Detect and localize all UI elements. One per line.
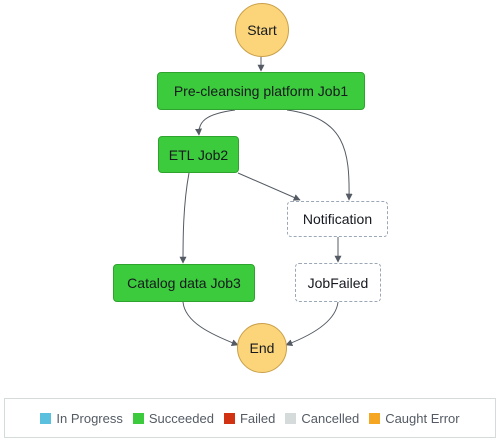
job1-node[interactable]: Pre-cleansing platform Job1 xyxy=(157,72,365,110)
workflow-graph xyxy=(179,57,353,347)
job3-node[interactable]: Catalog data Job3 xyxy=(113,264,255,302)
legend-swatch xyxy=(132,412,144,424)
legend-label: Cancelled xyxy=(301,410,360,426)
notification-label: Notification xyxy=(302,211,373,227)
legend-swatch xyxy=(369,412,381,424)
start-label: Start xyxy=(247,22,277,38)
jobfailed-node[interactable]: JobFailed xyxy=(295,263,381,302)
job1-label: Pre-cleansing platform Job1 xyxy=(173,83,349,99)
legend-label: In Progress xyxy=(56,410,123,426)
legend-label: Caught Error xyxy=(385,410,460,426)
status-legend: In Progress Succeeded Failed Cancelled C… xyxy=(4,398,496,438)
start-node[interactable]: Start xyxy=(235,3,289,57)
legend-cancelled: Cancelled xyxy=(285,411,359,426)
jobfailed-label: JobFailed xyxy=(307,274,369,291)
legend-swatch xyxy=(223,412,235,424)
end-node[interactable]: End xyxy=(237,323,287,373)
edge-job2-notification xyxy=(237,172,301,201)
legend-in-progress: In Progress xyxy=(40,410,123,426)
edge-job3-end xyxy=(182,301,239,346)
legend-caught-error: Caught Error xyxy=(369,410,460,426)
legend-swatch xyxy=(40,412,52,424)
edge-job1-job2 xyxy=(195,109,236,136)
job3-label: Catalog data Job3 xyxy=(127,275,241,291)
legend-label: Succeeded xyxy=(148,410,214,426)
legend-swatch xyxy=(285,412,297,424)
job2-node[interactable]: ETL Job2 xyxy=(158,136,239,173)
legend-failed: Failed xyxy=(223,410,276,426)
notification-node[interactable]: Notification xyxy=(287,201,388,237)
edge-jobfailed-end xyxy=(285,301,339,347)
end-label: End xyxy=(249,340,275,356)
job2-label: ETL Job2 xyxy=(168,146,229,163)
legend-label: Failed xyxy=(239,410,276,426)
edge-job2-job3 xyxy=(179,172,190,264)
edge-job1-notification xyxy=(286,109,353,201)
legend-succeeded: Succeeded xyxy=(132,410,214,426)
